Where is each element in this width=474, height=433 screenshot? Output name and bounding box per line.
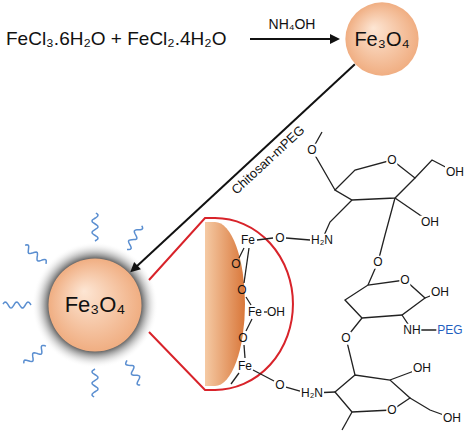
reaction-arrow (130, 64, 355, 272)
atom-label: OH (267, 306, 285, 319)
peg-chain (25, 245, 46, 264)
peg-chain (24, 345, 46, 363)
atom-label: H₂N (310, 234, 334, 247)
particle-circle: Fe₃O₄ (48, 258, 142, 352)
atom-label: O (306, 144, 317, 157)
atom-label: NH (402, 324, 421, 337)
atom-label: OH (445, 166, 465, 179)
atom-label: H₂N (300, 387, 324, 400)
peg-chains (3, 213, 143, 397)
atom-label: Fe (241, 234, 255, 247)
atom-label: PEG (436, 324, 463, 337)
particle-label: Fe₃O₄ (65, 292, 126, 318)
reaction-equation: FeCl₃.6H₂O + FeCl₂.4H₂O (6, 29, 226, 49)
atom-label: OH (430, 286, 450, 299)
atom-label: Fe (248, 306, 262, 319)
particle-label: Fe₃O₄ (354, 28, 409, 51)
atom-label: O (386, 154, 397, 167)
particle-circle: Fe₃O₄ (345, 2, 419, 76)
fe-o-bonds (231, 238, 310, 391)
atom-label: OH (442, 412, 462, 425)
atom-label: O (237, 284, 246, 297)
atom-label: O (340, 332, 351, 345)
edge-label: Chitosan-mPEG (229, 123, 307, 197)
atom-label: O (399, 274, 410, 287)
atom-label: O (372, 256, 383, 269)
atom-label: O (386, 404, 397, 417)
atom-label: O (231, 258, 240, 271)
reagent-label: NH₄OH (269, 17, 316, 32)
peg-chain (126, 360, 141, 385)
peg-chain (3, 302, 31, 308)
peg-chain (92, 369, 98, 397)
peg-chain (127, 226, 143, 250)
atom-label: O (275, 379, 284, 392)
reaction-arrow (250, 34, 340, 44)
zoom-outline (149, 218, 293, 390)
polymer-shell (32, 242, 158, 368)
chitosan-structure (312, 132, 455, 430)
atom-label: Fe (238, 360, 252, 373)
atom-label: OH (412, 362, 432, 375)
atom-label: OH (420, 216, 440, 229)
peg-chain (92, 213, 98, 241)
atom-label: O (238, 332, 247, 345)
atom-label: O (275, 232, 284, 245)
